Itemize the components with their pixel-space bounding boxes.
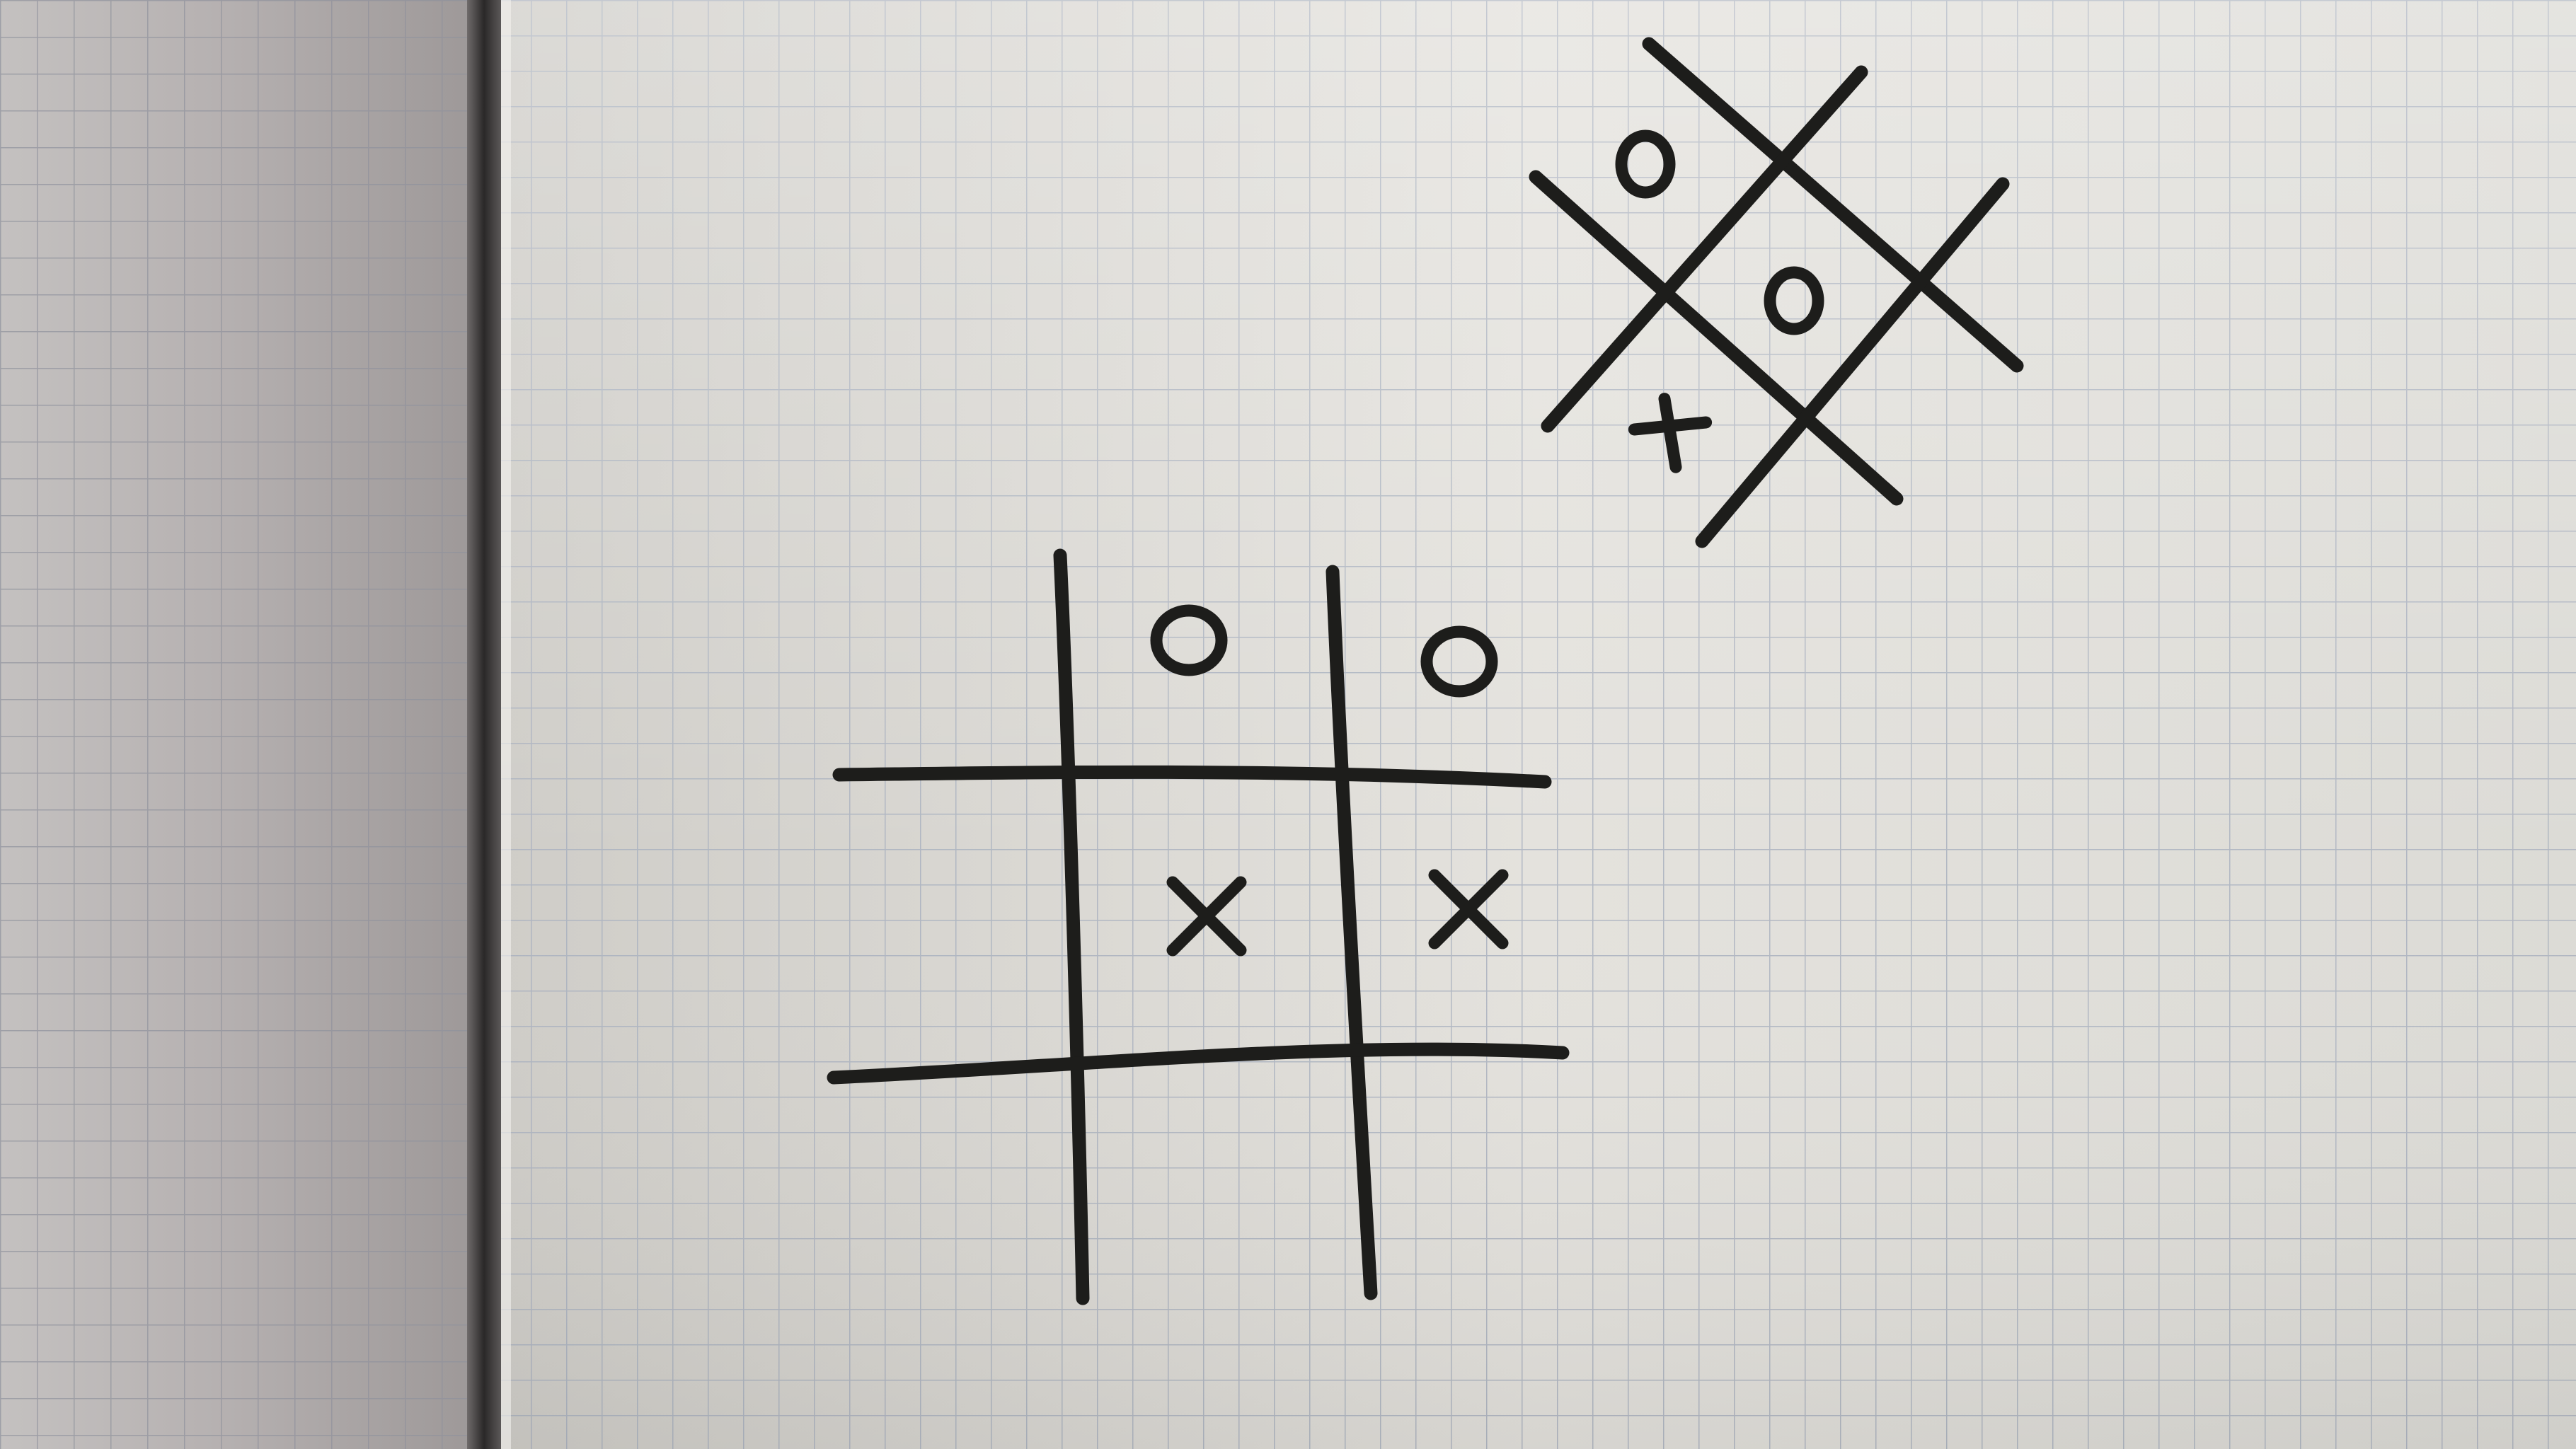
board-main-marks [1150, 604, 1509, 957]
o-mark [1615, 129, 1676, 199]
board-small-line-1 [1642, 37, 2024, 373]
o-mark [1150, 604, 1228, 676]
board-small-marks [1615, 129, 1824, 473]
board-main-vline-left [1053, 548, 1090, 1305]
o-mark [1764, 266, 1824, 335]
plus-mark [1628, 393, 1713, 473]
board-main-hline-bottom [827, 1042, 1570, 1085]
board-main-vline-right [1326, 565, 1378, 1300]
board-small-line-4 [1695, 177, 2010, 548]
board-small-line-3 [1541, 65, 1868, 433]
notebook-binding [467, 0, 511, 1449]
board-small-line-2 [1529, 170, 1904, 506]
tic-tac-toe-board-main [827, 548, 1570, 1305]
left-page [0, 0, 481, 1449]
board-main-hline-top [832, 765, 1552, 789]
x-mark [1166, 876, 1247, 957]
x-mark [1428, 869, 1509, 949]
right-page [495, 0, 2576, 1449]
tic-tac-toe-board-small [1529, 37, 2024, 548]
o-mark [1420, 625, 1498, 698]
